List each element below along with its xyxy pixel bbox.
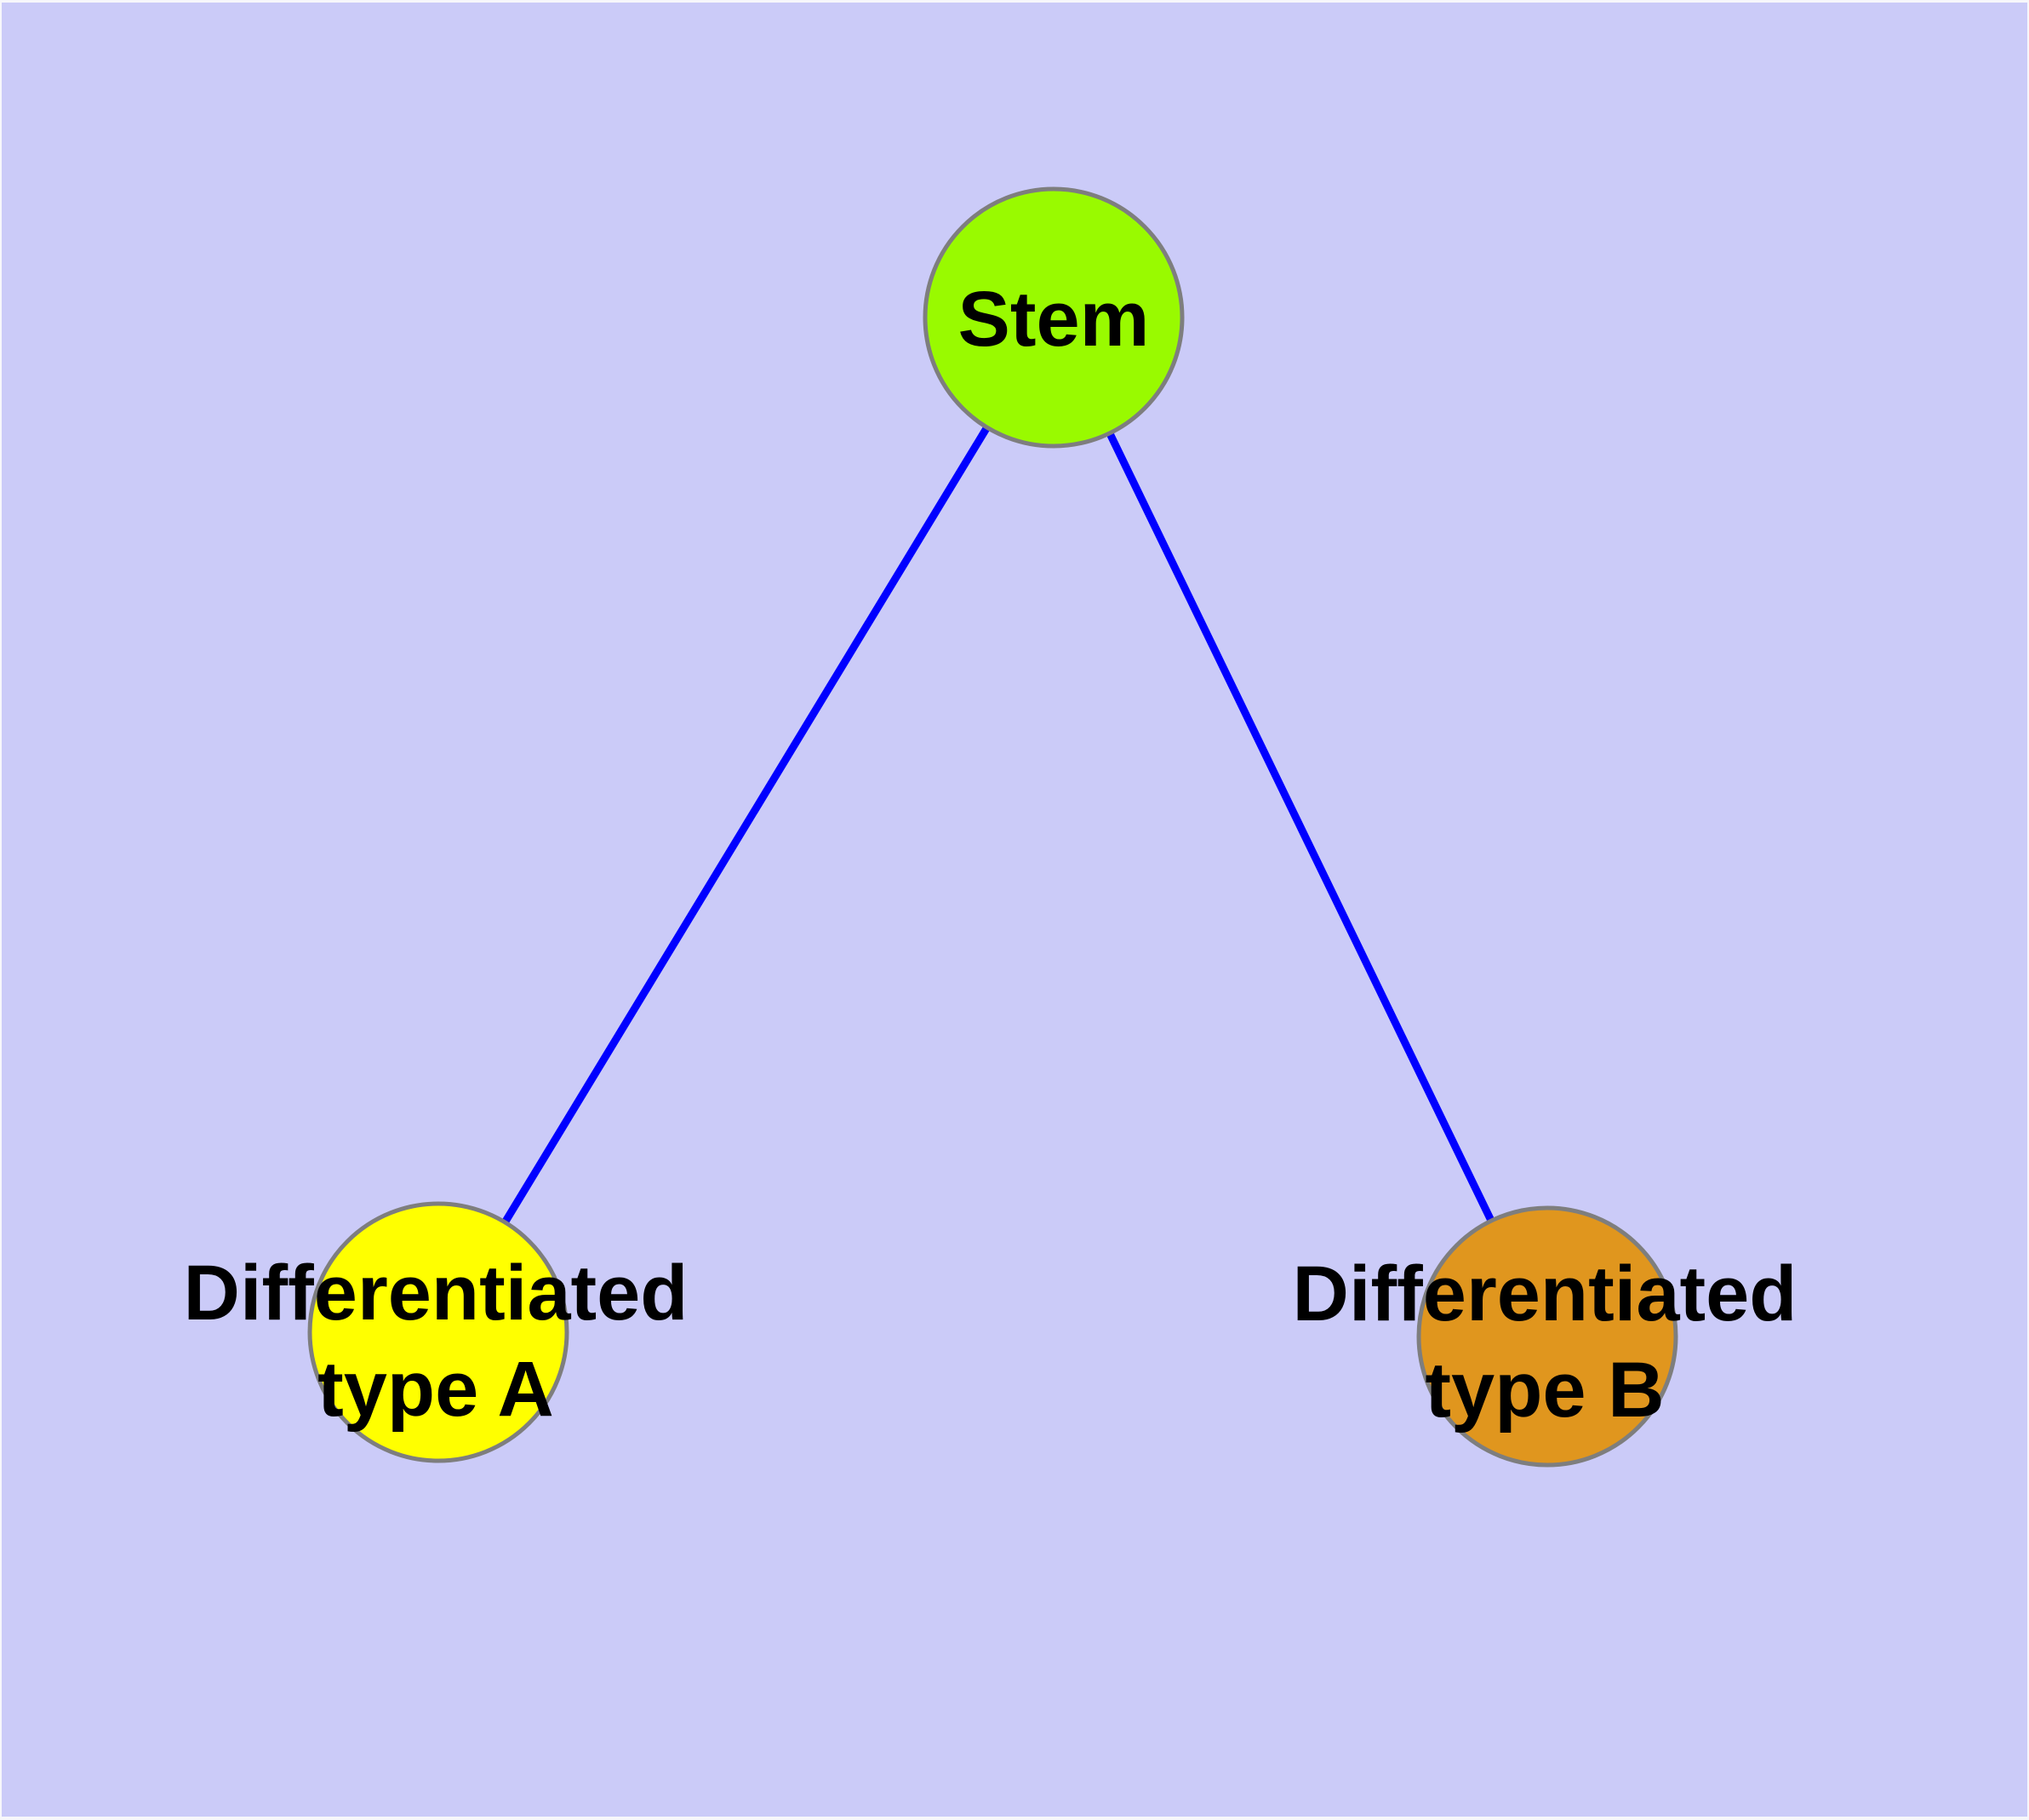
node-differentiated-type-a xyxy=(307,1201,569,1463)
node-differentiated-type-b-label-line1: Differentiated xyxy=(1293,1251,1798,1337)
edge-stem-to-type-b xyxy=(1049,316,1552,1338)
frame-edge-left xyxy=(0,0,2,1820)
node-differentiated-type-a-label-line1: Differentiated xyxy=(184,1250,689,1336)
node-stem-label: Stem xyxy=(958,276,1150,363)
node-differentiated-type-b xyxy=(1416,1205,1678,1468)
frame-edge-bottom xyxy=(0,1817,2029,1820)
node-stem xyxy=(923,186,1185,449)
node-differentiated-type-a-label-line2: type A xyxy=(317,1346,554,1433)
edge-stem-to-type-a xyxy=(435,315,1057,1335)
frame-edge-right xyxy=(2027,0,2029,1820)
frame-edge-top xyxy=(0,0,2029,3)
node-differentiated-type-b-label-line2: type B xyxy=(1425,1347,1664,1434)
